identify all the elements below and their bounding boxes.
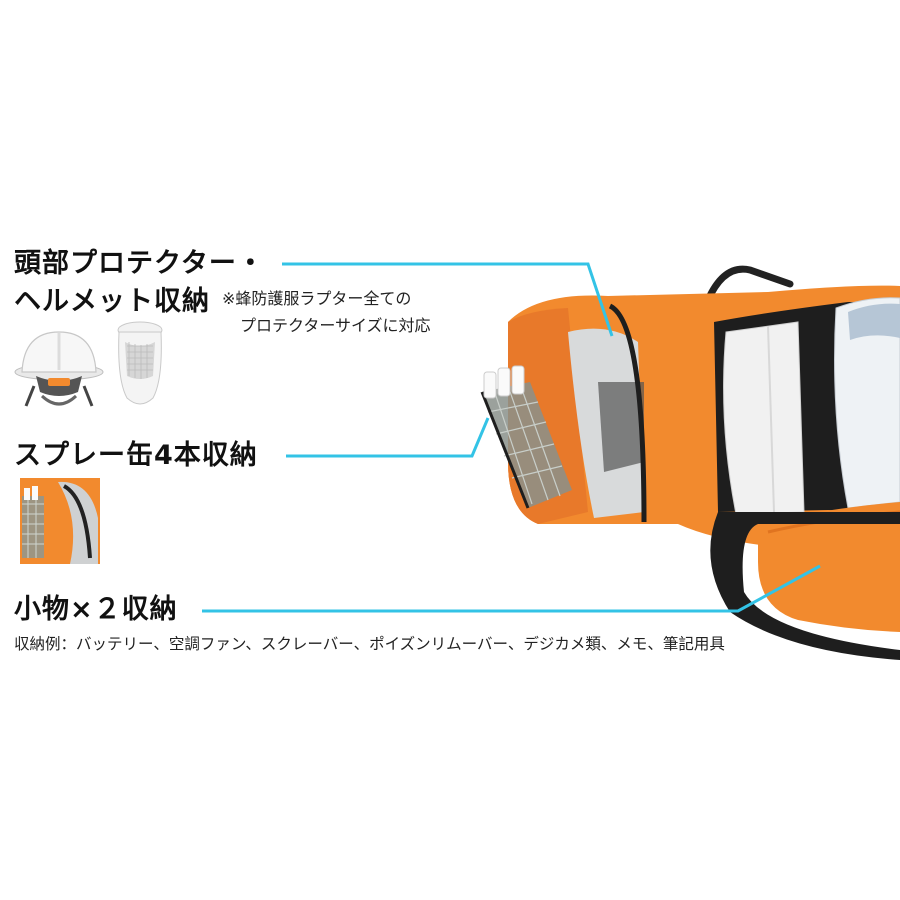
bag-photo <box>480 265 900 660</box>
spray-pocket-photo <box>20 478 100 564</box>
helmet-photo <box>14 331 104 407</box>
protector-note-line2: プロテクターサイズに対応 <box>240 316 431 335</box>
protector-heading-line1: 頭部プロテクター・ <box>14 248 265 279</box>
protector-heading-line2: ヘルメット収納 <box>14 286 210 317</box>
head-protector-photo <box>117 321 163 405</box>
spray-heading: スプレー缶4本収納 <box>14 440 258 471</box>
protector-note-line1: ※蜂防護服ラプター全ての <box>222 289 412 308</box>
accessories-heading: 小物×２収納 <box>14 594 178 625</box>
accessories-example: 収納例：バッテリー、空調ファン、スクレーバー、ポイズンリムーバー、デジカメ類、メ… <box>14 635 725 653</box>
